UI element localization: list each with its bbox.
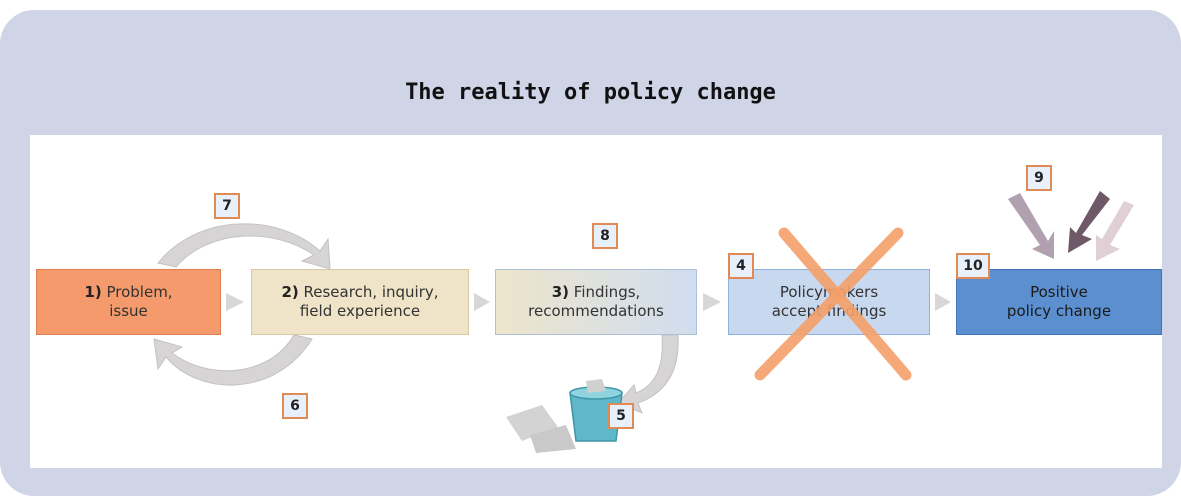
step-research: 2) Research, inquiry,field experience [251, 269, 469, 335]
tag-7: 7 [214, 193, 240, 219]
step-problem: 1) Problem,issue [36, 269, 221, 335]
tag-4: 4 [728, 253, 754, 279]
tag-9: 9 [1026, 165, 1052, 191]
diagram-title: The reality of policy change [405, 80, 776, 105]
tag-8: 8 [592, 223, 618, 249]
incoming-arrow-2 [1068, 191, 1110, 253]
diagram-canvas: 1) Problem,issue 2) Research, inquiry,fi… [30, 135, 1162, 468]
flow-arrow-2 [474, 293, 490, 311]
flow-arrow-3 [703, 293, 721, 311]
rejection-cross-icon [754, 227, 912, 381]
flow-arrow-4 [935, 293, 951, 311]
tag-5: 5 [608, 403, 634, 429]
loop-arrow-bottom [153, 334, 313, 386]
tag-6: 6 [282, 393, 308, 419]
flow-arrow-1 [226, 293, 244, 311]
step-findings: 3) Findings,recommendations [495, 269, 697, 335]
loop-arrow-top [157, 223, 331, 270]
incoming-arrow-3 [1096, 201, 1134, 261]
tag-10: 10 [956, 253, 990, 279]
incoming-arrow-1 [1008, 193, 1054, 259]
